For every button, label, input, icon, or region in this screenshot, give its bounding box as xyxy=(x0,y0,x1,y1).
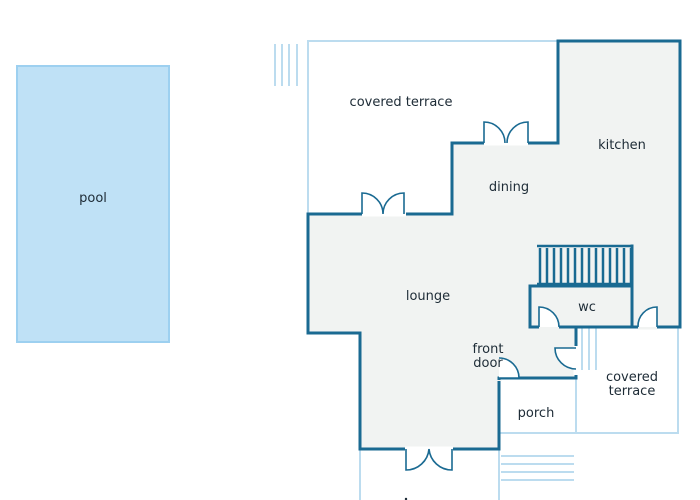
main-floor xyxy=(308,41,680,449)
wc-label: wc xyxy=(578,300,596,315)
front-door-label-line1: front xyxy=(473,342,504,357)
porch-steps xyxy=(501,455,574,481)
wc-door-icon xyxy=(538,306,560,328)
lounge-bottom-door-icon xyxy=(405,448,453,471)
door-swings xyxy=(361,121,658,471)
front-door-icon xyxy=(498,357,520,379)
terrace-steps-right xyxy=(581,327,597,370)
porch-label: porch xyxy=(518,406,555,421)
front-door-label-line2: door xyxy=(473,356,503,371)
label-fragment-dot xyxy=(404,497,408,500)
pool-area xyxy=(16,65,170,343)
lounge-label: lounge xyxy=(406,289,450,304)
covered-terrace-right-label-line2: terrace xyxy=(609,384,656,399)
side-door-icon xyxy=(554,347,577,370)
staircase xyxy=(537,244,633,286)
covered-terrace-right-label-line1: covered xyxy=(606,370,658,385)
porch-outline xyxy=(498,432,576,450)
dining-terrace-door-icon xyxy=(483,121,529,144)
kitchen-label: kitchen xyxy=(598,138,646,153)
lounge-terrace-door-icon xyxy=(361,192,405,215)
terrace-steps-top xyxy=(274,44,298,86)
wc-walls xyxy=(528,284,634,329)
covered-terrace-right-outline xyxy=(575,327,679,434)
covered-terrace-top-label: covered terrace xyxy=(350,95,453,110)
hall-door-icon xyxy=(637,306,658,328)
covered-terrace-top-outline xyxy=(307,40,558,216)
dining-label: dining xyxy=(489,180,529,195)
pool-label: pool xyxy=(79,191,107,206)
